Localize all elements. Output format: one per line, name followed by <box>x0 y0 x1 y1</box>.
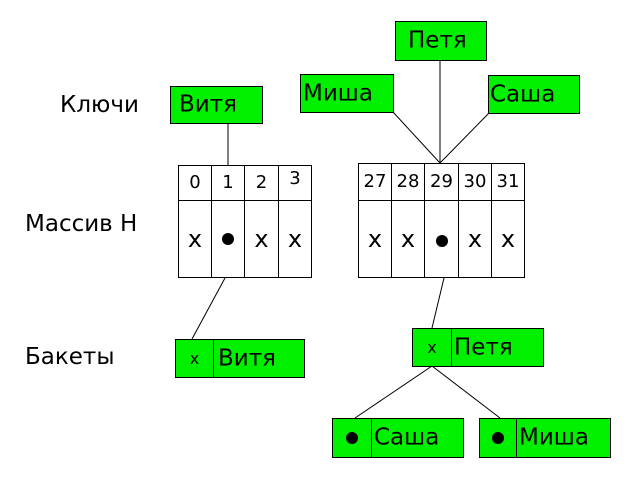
array-value-cell: x <box>244 200 279 278</box>
array-value-cell: x <box>358 200 392 278</box>
array-value-pointer-dot <box>435 235 448 247</box>
array-value: x <box>254 225 269 253</box>
array-index-cell: 31 <box>491 163 525 201</box>
key-node-label: Саша <box>490 81 556 107</box>
edge-index-1-to-bucket-vitya <box>191 277 226 340</box>
bucket-next-marker: x <box>427 337 437 357</box>
edge-misha-to-index-29 <box>392 111 441 164</box>
array-index-label: 27 <box>363 171 387 192</box>
key-node-sasha: Саша <box>488 75 580 114</box>
array-index-cell: 27 <box>358 163 392 201</box>
bucket-node-vitya: x Витя <box>175 339 305 378</box>
array-index-label: 0 <box>189 172 201 193</box>
array-index-label: 31 <box>496 171 520 192</box>
edge-petya-to-sasha <box>354 365 433 419</box>
array-index-cell: 29 <box>424 163 459 201</box>
bucket-next-marker: x <box>189 348 200 368</box>
array-index-label: 30 <box>463 171 487 192</box>
bucket-key-label: Витя <box>218 345 276 371</box>
array-value: x <box>187 225 203 253</box>
array-value-cell: x <box>278 200 312 278</box>
array-value: x <box>287 225 303 253</box>
array-value-pointer-dot <box>222 233 234 245</box>
bucket-node-sasha: Саша <box>332 418 464 458</box>
row-label-buckets: Бакеты <box>25 344 115 370</box>
array-index-cell: 30 <box>458 163 492 201</box>
array-index-cell: 3 <box>278 165 312 201</box>
array-value: x <box>367 225 383 253</box>
key-node-misha: Миша <box>300 74 394 113</box>
array-index-label: 29 <box>430 171 453 192</box>
bucket-next-pointer: x <box>413 329 452 366</box>
key-node-vitya: Витя <box>170 86 263 124</box>
array-index-cell: 28 <box>391 163 425 201</box>
bucket-node-petya: x Петя <box>412 328 544 367</box>
bucket-key-label: Петя <box>454 334 513 360</box>
key-node-label: Витя <box>179 91 237 118</box>
array-value: x <box>400 225 416 253</box>
array-index-cell: 0 <box>178 165 212 201</box>
key-node-label: Миша <box>303 80 373 106</box>
key-node-petya: Петя <box>395 21 487 61</box>
array-value-cell <box>424 200 459 278</box>
array-value: x <box>467 225 483 253</box>
array-index-label: 28 <box>396 171 420 192</box>
bucket-key-label: Саша <box>374 424 440 451</box>
array-value-cell: x <box>491 200 525 278</box>
array-value-cell: x <box>458 200 492 278</box>
bucket-next-pointer <box>480 419 517 457</box>
array-value-cell <box>211 200 245 278</box>
bucket-node-misha: Миша <box>479 418 611 458</box>
bucket-key-label: Миша <box>519 424 589 451</box>
bucket-next-pointer <box>333 419 372 457</box>
bucket-pointer-dot <box>346 432 358 444</box>
array-index-cell: 2 <box>244 165 279 201</box>
key-node-label: Петя <box>408 27 467 54</box>
array-value-cell: x <box>391 200 425 278</box>
row-label-keys: Ключи <box>60 92 139 118</box>
edge-sasha-to-index-29 <box>439 111 491 164</box>
array-index-label: 2 <box>255 172 268 193</box>
bucket-next-pointer: x <box>176 340 214 377</box>
array-index-label: 3 <box>289 168 301 189</box>
array-index-cell: 1 <box>211 165 245 201</box>
row-label-array: Массив H <box>25 211 138 237</box>
edge-petya-to-misha <box>431 365 501 419</box>
array-index-label: 1 <box>222 172 234 193</box>
array-value: x <box>500 225 516 253</box>
bucket-pointer-dot <box>492 432 504 444</box>
edge-index-29-to-bucket-petya <box>431 277 445 329</box>
array-value-cell: x <box>178 200 212 278</box>
